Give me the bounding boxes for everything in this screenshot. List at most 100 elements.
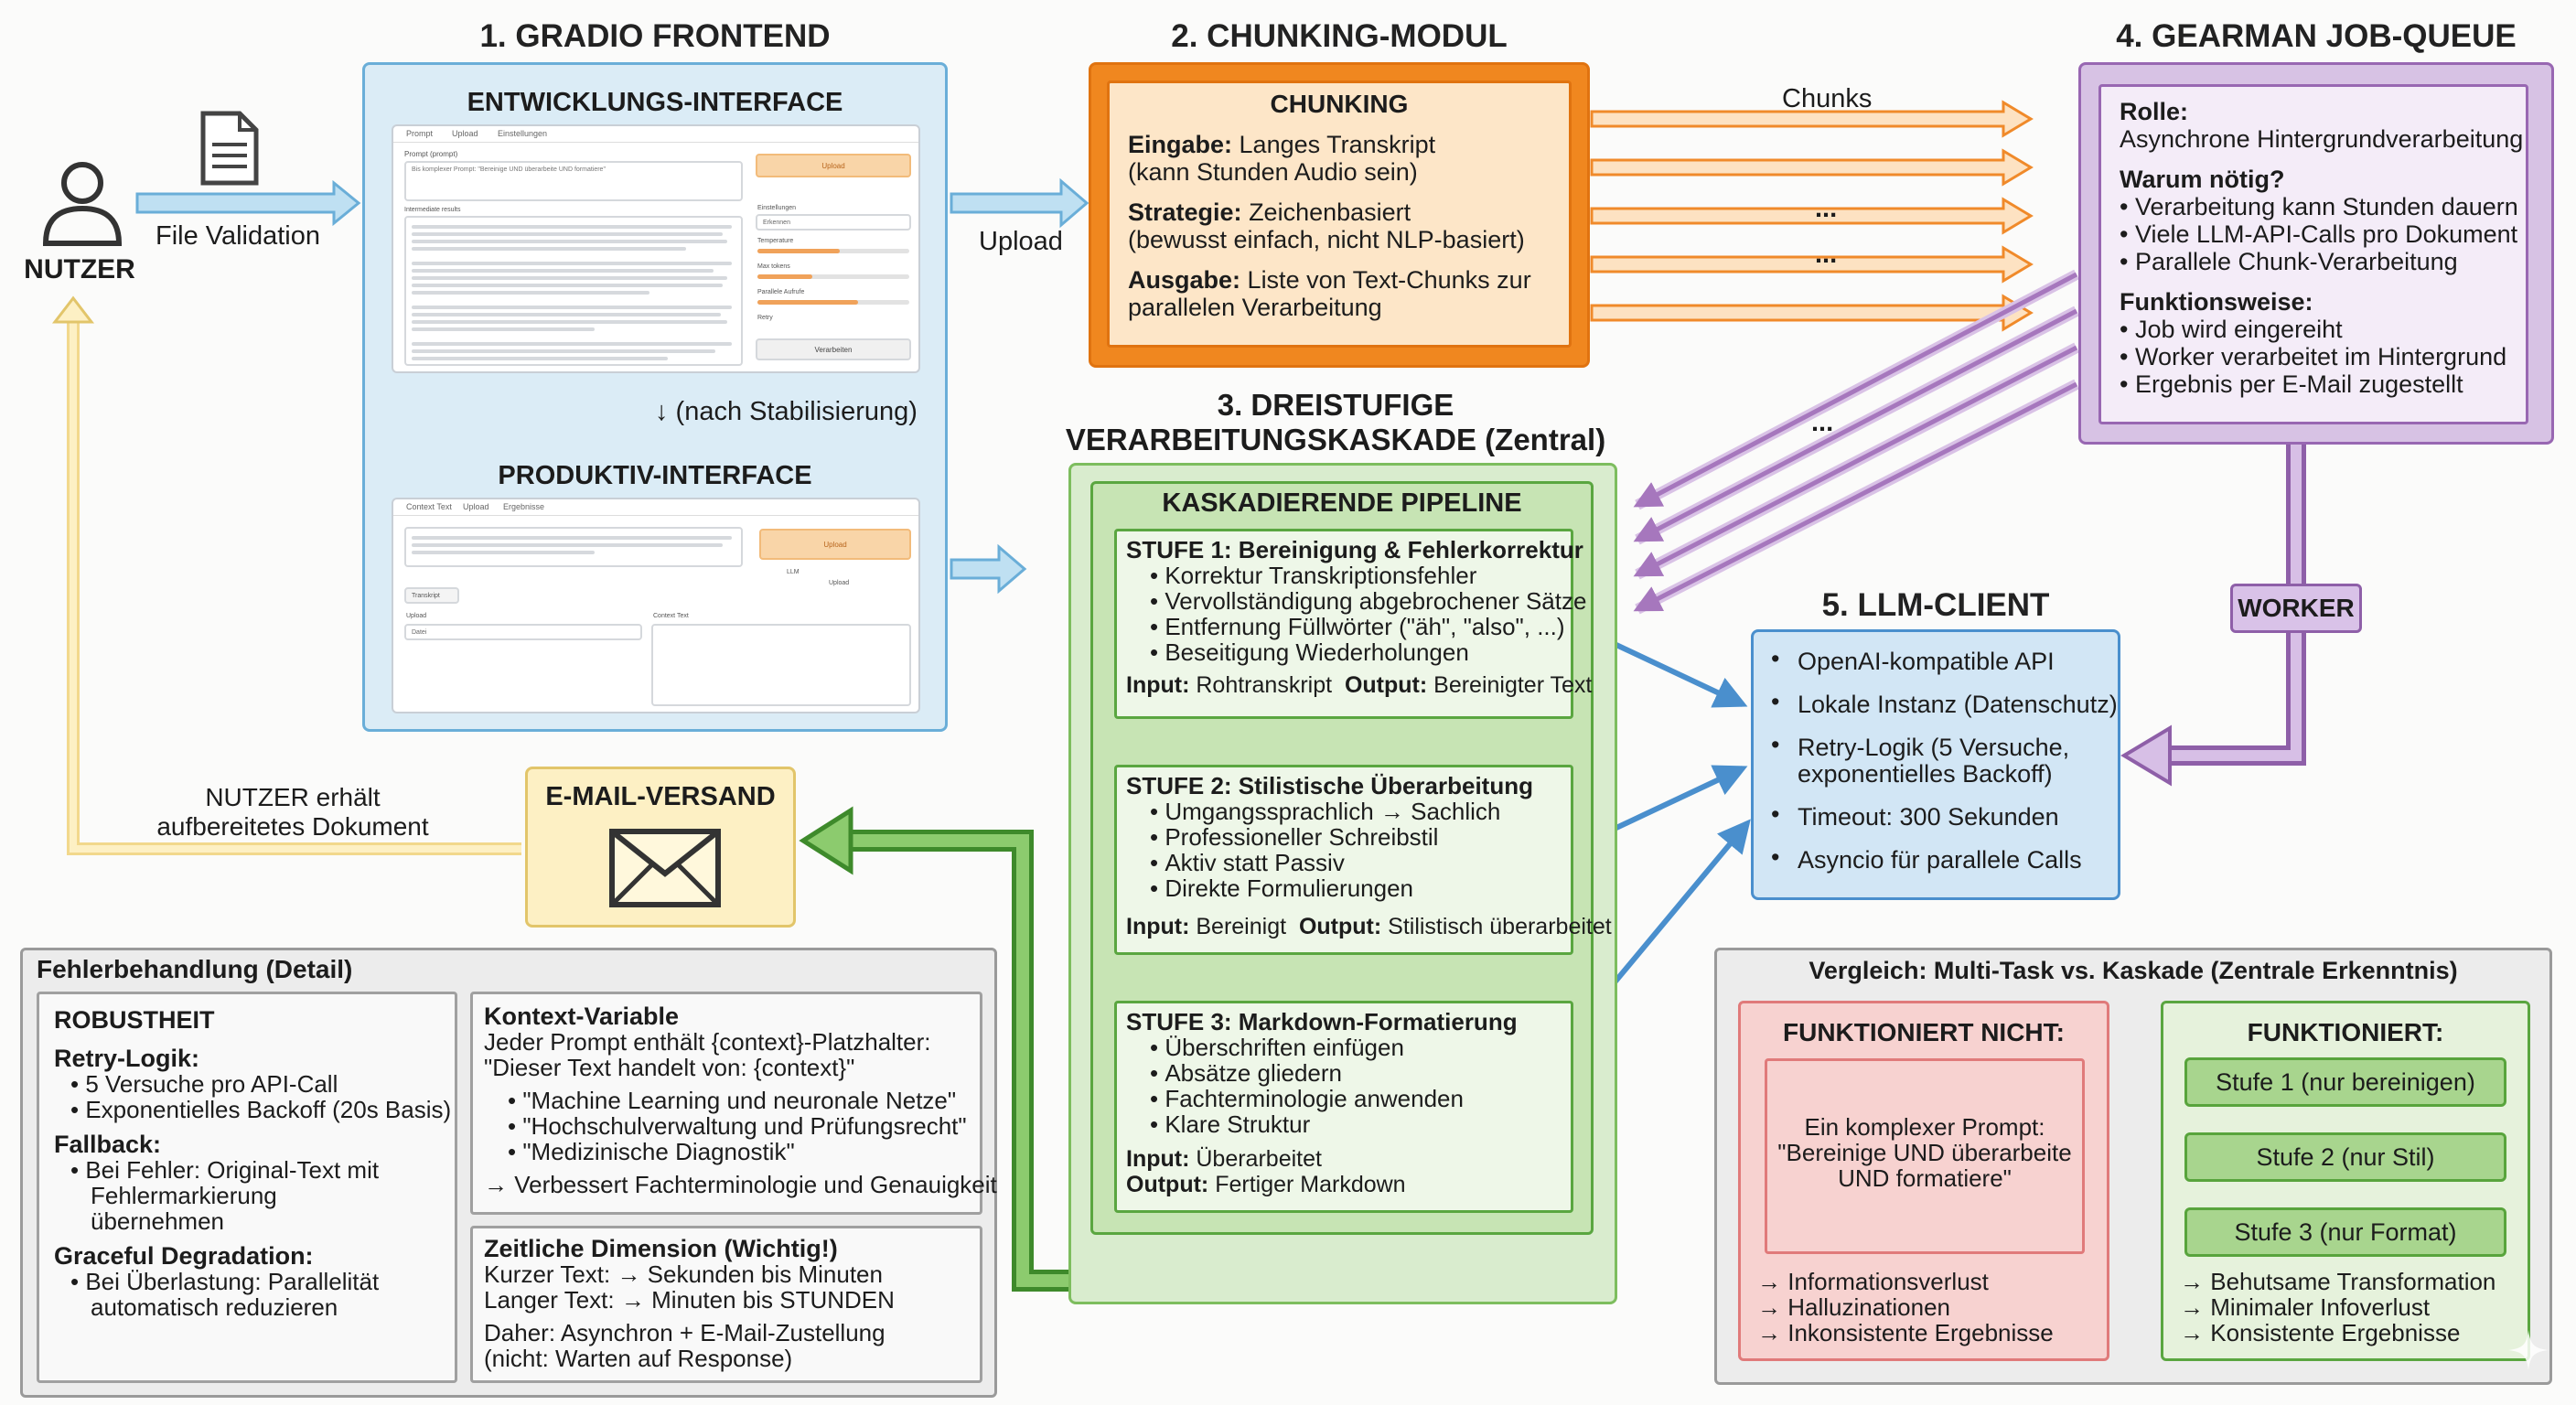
dev-process-button[interactable]: Verarbeiten xyxy=(756,338,911,360)
chunking-output-text-2: parallelen Verarbeitung xyxy=(1128,294,1382,321)
graceful-item: • Bei Überlastung: Parallelität automati… xyxy=(70,1268,380,1321)
bad-prompt-line: "Bereinige UND überarbeite xyxy=(1777,1139,2072,1166)
retry-item: Exponentielles Backoff (20s Basis) xyxy=(70,1097,451,1122)
chunks-label: Chunks xyxy=(1782,84,1873,113)
dev-upload-button-label: Upload xyxy=(821,162,845,170)
stage-3-output: Fertiger Markdown xyxy=(1215,1172,1406,1197)
file-validation-arrow xyxy=(135,179,361,227)
chunking-strategy-text-1: Zeichenbasiert xyxy=(1249,198,1411,226)
dev-tab-bar: Prompt Upload Einstellungen xyxy=(393,126,918,143)
stage-2-list: Umgangssprachlich → Sachlich Professione… xyxy=(1150,799,1562,901)
dev-tab-upload[interactable]: Upload xyxy=(452,129,478,138)
queue-how-item: Worker verarbeitet im Hintergrund xyxy=(2120,343,2507,370)
chunking-input-text-1: Langes Transkript xyxy=(1239,131,1436,158)
queue-role-label: Rolle: xyxy=(2120,98,2189,125)
time-long: Langer Text: → Minuten bis STUNDEN xyxy=(484,1286,895,1314)
dev-prompt-input[interactable]: Bis komplexer Prompt: "Bereinige UND übe… xyxy=(404,161,743,201)
llm-item: Timeout: 300 Sekunden xyxy=(1798,803,2059,831)
bad-prompt-line: Ein komplexer Prompt: xyxy=(1804,1113,2045,1141)
return-label-line2: aufbereitetes Dokument xyxy=(156,812,429,841)
bad-title: FUNKTIONIERT NICHT: xyxy=(1783,1018,2065,1046)
stage-1-item: Vervollständigung abgebrochener Sätze xyxy=(1150,588,1586,614)
stage-1-output: Bereinigter Text xyxy=(1433,672,1593,698)
stage-2-item: Umgangssprachlich → Sachlich xyxy=(1150,799,1562,824)
llm-item: Lokale Instanz (Datenschutz) xyxy=(1798,691,2118,718)
bad-box: FUNKTIONIERT NICHT: Ein komplexer Prompt… xyxy=(1738,1001,2109,1361)
prod-upload-button[interactable]: Upload xyxy=(759,529,911,560)
worker-arrowhead xyxy=(2120,724,2172,787)
prod-transcript-label: Transkript xyxy=(412,593,440,599)
prod-transcript-button[interactable]: Transkript xyxy=(404,587,459,604)
dev-prompt-label: Prompt (prompt) xyxy=(404,150,458,158)
dev-process-button-label: Verarbeiten xyxy=(814,346,853,354)
stage-1-item: Beseitigung Wiederholungen xyxy=(1150,639,1562,665)
file-validation-label: File Validation xyxy=(156,221,321,251)
dev-upload-button[interactable]: Upload xyxy=(756,154,911,177)
chunk-dots-2: ... xyxy=(1815,240,1838,269)
dev-field-5: Retry xyxy=(757,315,773,321)
stage-1-input: Rohtranskript xyxy=(1196,672,1333,698)
dev-slider-1[interactable] xyxy=(757,249,909,253)
prod-select[interactable]: Datei xyxy=(404,624,642,640)
context-item: "Machine Learning und neuronale Netze" xyxy=(508,1088,969,1113)
llm-item: OpenAI-kompatible API xyxy=(1798,648,2055,675)
retry-list: 5 Versuche pro API-Call Exponentielles B… xyxy=(70,1071,451,1122)
prod-result-area xyxy=(651,624,911,706)
bad-prompt-line: UND formatiere" xyxy=(1838,1164,2012,1192)
prod-tab-context[interactable]: Context Text xyxy=(406,502,452,511)
stage-3-item: Klare Struktur xyxy=(1150,1111,1562,1137)
worker-arrows xyxy=(1633,269,2079,615)
stage-1: STUFE 1: Bereinigung & Fehlerkorrektur K… xyxy=(1114,529,1592,719)
dev-slider-2[interactable] xyxy=(757,274,909,279)
dev-field-4: Parallele Aufrufe xyxy=(757,289,805,295)
robustness-box: ROBUSTHEIT Retry-Logik: 5 Versuche pro A… xyxy=(37,992,457,1383)
user-label: NUTZER xyxy=(24,254,135,284)
dev-field-3: Max tokens xyxy=(757,263,790,270)
stage-2-output: Stilistisch überarbeitet xyxy=(1388,914,1612,939)
stage-2-input: Bereinigt xyxy=(1196,914,1287,939)
context-line: "Dieser Text handelt von: {context}" xyxy=(484,1054,855,1081)
prod-input-area[interactable] xyxy=(404,527,743,567)
dev-tab-prompt[interactable]: Prompt xyxy=(406,129,434,138)
stage-3-input: Überarbeitet xyxy=(1196,1146,1322,1172)
stage-3-input-label: Input: xyxy=(1126,1146,1190,1172)
context-title: Kontext-Variable xyxy=(484,1003,680,1030)
stage-3-title: STUFE 3: Markdown-Formatierung xyxy=(1126,1008,1518,1035)
dev-select[interactable]: Erkennen xyxy=(756,214,911,231)
time-conclusion: Daher: Asynchron + E-Mail-Zustellung xyxy=(484,1319,886,1346)
prod-interface-mockup: Context Text Upload Ergebnisse Upload LL… xyxy=(392,498,920,713)
dev-output-label: Intermediate results xyxy=(404,207,461,213)
stage-1-title: STUFE 1: Bereinigung & Fehlerkorrektur xyxy=(1126,536,1583,563)
llm-panel: OpenAI-kompatible API Lokale Instanz (Da… xyxy=(1751,629,2120,900)
dev-tab-settings[interactable]: Einstellungen xyxy=(498,129,548,138)
chunk-dots-1: ... xyxy=(1815,194,1838,223)
worker-dots: ... xyxy=(1811,408,1834,437)
queue-how-item: Job wird eingereiht xyxy=(2120,316,2507,343)
bad-item: Informationsverlust xyxy=(1757,1269,2054,1294)
dev-field-1: Einstellungen xyxy=(757,205,797,211)
context-item: "Hochschulverwaltung und Prüfungsrecht" xyxy=(508,1113,969,1139)
fallback-label: Fallback: xyxy=(54,1131,162,1158)
queue-why-list: Verarbeitung kann Stunden dauern Viele L… xyxy=(2120,193,2518,275)
prod-select-value: Datei xyxy=(412,629,427,636)
upload-label: Upload xyxy=(979,227,1063,256)
email-title: E-MAIL-VERSAND xyxy=(545,782,776,811)
prod-tab-upload[interactable]: Upload xyxy=(463,502,489,511)
fallback-text: Bei Fehler: Original-Text mit Fehlermark… xyxy=(85,1156,380,1235)
email-panel: E-MAIL-VERSAND xyxy=(525,767,796,928)
dev-slider-3[interactable] xyxy=(757,300,909,305)
queue-inner: Rolle: Asynchrone Hintergrundverarbeitun… xyxy=(2098,84,2528,424)
document-icon xyxy=(200,111,259,186)
stage-3-item: Absätze gliedern xyxy=(1150,1060,1562,1086)
context-item: "Medizinische Diagnostik" xyxy=(508,1139,969,1164)
prod-upload-button-label: Upload xyxy=(823,541,847,549)
stage-2-item: Direkte Formulierungen xyxy=(1150,875,1562,901)
prod-tab-results[interactable]: Ergebnisse xyxy=(503,502,545,511)
good-step-3: Stufe 3 (nur Format) xyxy=(2184,1207,2506,1257)
dev-field-2: Temperature xyxy=(757,238,794,244)
dev-select-value: Erkennen xyxy=(763,220,790,226)
dev-prompt-value: Bis komplexer Prompt: "Bereinige UND übe… xyxy=(412,166,606,173)
good-step-2: Stufe 2 (nur Stil) xyxy=(2184,1132,2506,1182)
fallback-item: • Bei Fehler: Original-Text mit Fehlerma… xyxy=(70,1156,380,1235)
chunking-output-text-1: Liste von Text-Chunks zur xyxy=(1247,266,1531,294)
